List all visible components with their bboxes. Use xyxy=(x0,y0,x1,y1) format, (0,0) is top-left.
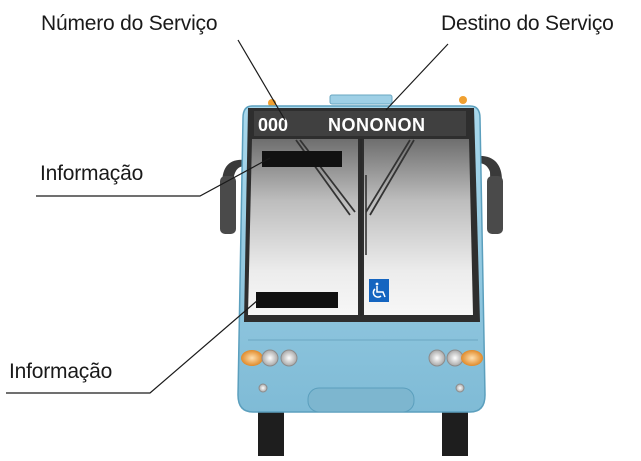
left-mirror-glass xyxy=(220,176,236,234)
left-turn-signal xyxy=(241,350,263,366)
left-headlight-1 xyxy=(261,349,279,367)
left-fog-light xyxy=(258,383,268,393)
wheelchair-icon xyxy=(372,282,386,298)
info-panel-bottom xyxy=(256,292,338,308)
right-fog-light xyxy=(455,383,465,393)
label-service-destination: Destino do Serviço xyxy=(441,12,614,35)
label-service-number: Número do Serviço xyxy=(41,12,218,35)
right-headlight-2 xyxy=(446,349,464,367)
info-panel-top xyxy=(262,151,342,167)
leader-info-top xyxy=(36,157,271,197)
label-info-top: Informação xyxy=(40,162,144,185)
sign-destination: NONONON xyxy=(328,115,426,135)
right-wiper xyxy=(365,139,415,216)
roof-light xyxy=(329,94,393,105)
label-info-bottom: Informação xyxy=(9,360,113,383)
sign-number: 000 xyxy=(258,115,288,135)
left-headlight-2 xyxy=(280,349,298,367)
leader-service-number xyxy=(237,39,286,121)
destination-sign xyxy=(254,111,466,136)
accessibility-badge xyxy=(369,279,389,302)
roof-marker-right xyxy=(459,96,467,104)
right-turn-signal xyxy=(461,350,483,366)
grille xyxy=(307,387,415,413)
leader-info-bottom xyxy=(6,299,259,394)
windshield-left xyxy=(248,139,358,315)
right-headlight-1 xyxy=(428,349,446,367)
windshield-right xyxy=(364,139,473,315)
right-mirror-glass xyxy=(487,176,503,234)
leader-service-destination xyxy=(385,43,449,111)
